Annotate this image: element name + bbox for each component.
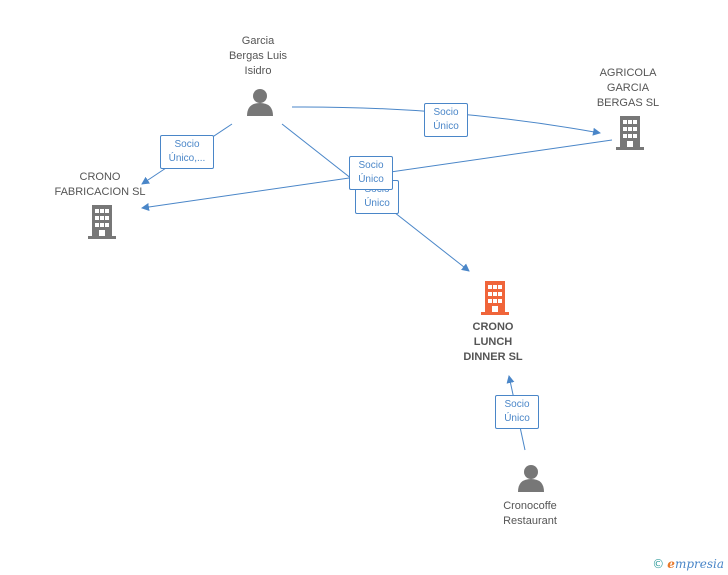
node-label-crono-lunch[interactable]: CRONO LUNCH DINNER SL	[443, 320, 543, 365]
node-label-line: Bergas Luis	[228, 50, 288, 62]
person-icon[interactable]	[246, 88, 274, 116]
edge-label-line: Único	[504, 413, 530, 424]
node-label-line: Restaurant	[503, 515, 557, 527]
node-label-line: Cronocoffe	[503, 500, 557, 512]
building-icon[interactable]	[86, 205, 118, 239]
building-icon-main[interactable]	[479, 281, 511, 315]
node-label-crono-fabricacion[interactable]: CRONO FABRICACION SL	[50, 170, 150, 200]
node-label-line: CRONO	[472, 321, 514, 333]
brand-name: mpresia	[674, 557, 724, 571]
person-icon[interactable]	[517, 464, 545, 492]
edge-label-line: Socio	[358, 160, 384, 171]
node-label-line: Isidro	[244, 65, 272, 77]
node-label-garcia[interactable]: Garcia Bergas Luis Isidro	[210, 34, 306, 79]
node-label-line: DINNER SL	[463, 351, 523, 363]
building-icon[interactable]	[614, 116, 646, 150]
edge-label-line: Socio	[433, 107, 459, 118]
edge-label-line: Único,...	[168, 153, 206, 164]
node-label-agricola[interactable]: AGRICOLA GARCIA BERGAS SL	[578, 66, 678, 111]
node-label-line: BERGAS SL	[596, 97, 660, 109]
edge-label-line: Único	[364, 198, 390, 209]
node-label-line: LUNCH	[473, 336, 513, 348]
edge-label-garcia-cronofab[interactable]: Socio Único,...	[160, 135, 214, 169]
edge-label-cronocoffe-cronolunch[interactable]: Socio Único	[495, 395, 539, 429]
edge-label-line: Socio	[174, 139, 200, 150]
node-label-cronocoffe[interactable]: Cronocoffe Restaurant	[480, 499, 580, 529]
empresia-logo[interactable]: ©empresia	[652, 557, 724, 571]
brand-initial: e	[667, 557, 675, 571]
node-label-line: FABRICACION SL	[54, 186, 146, 198]
edge-label-line: Único	[433, 121, 459, 132]
node-label-line: Garcia	[241, 35, 275, 47]
edge-label-garcia-agricola[interactable]: Socio Único	[424, 103, 468, 137]
copyright-icon: ©	[652, 557, 665, 571]
edge-label-line: Socio	[504, 399, 530, 410]
node-label-line: GARCIA	[606, 82, 650, 94]
edge-label-line: Único	[358, 174, 384, 185]
edge-label-agricola-cronofab[interactable]: Socio Único	[349, 156, 393, 190]
node-label-line: CRONO	[79, 171, 121, 183]
node-label-line: AGRICOLA	[599, 67, 657, 79]
